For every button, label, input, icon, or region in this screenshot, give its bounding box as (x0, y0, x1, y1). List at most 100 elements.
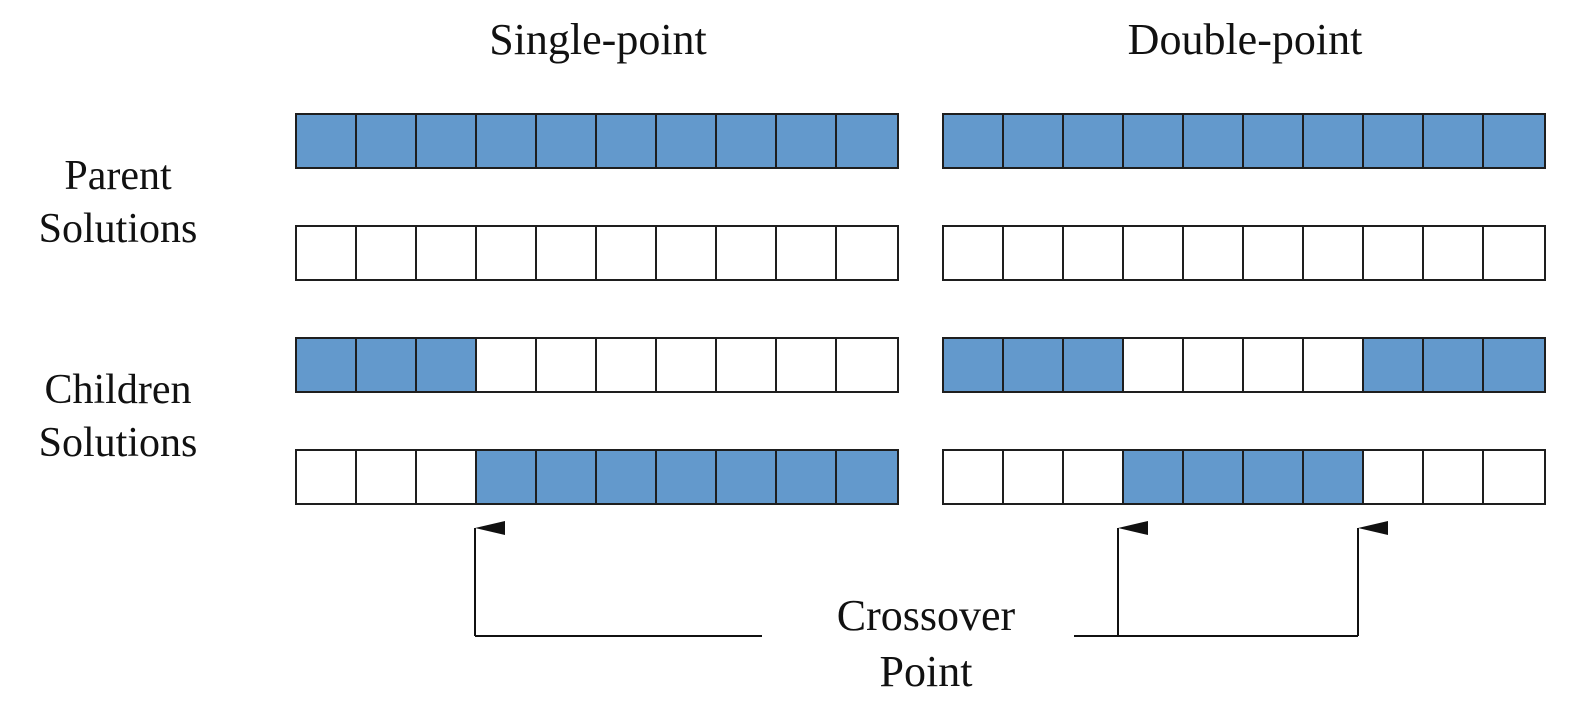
single-point-parent-1-gene-7 (657, 115, 717, 167)
single-point-parent-1-gene-5 (537, 115, 597, 167)
single-point-child-2-gene-2 (357, 451, 417, 503)
double-point-child-1-gene-2 (1004, 339, 1064, 391)
crossover-point-label-line1: Crossover (836, 591, 1016, 640)
single-point-parent-2-gene-7 (657, 227, 717, 279)
double-point-child-1-gene-3 (1064, 339, 1124, 391)
double-point-parent-2 (942, 225, 1546, 281)
double-point-parent-1-gene-9 (1424, 115, 1484, 167)
double-point-parent-1-gene-3 (1064, 115, 1124, 167)
double-point-child-2-gene-6 (1244, 451, 1304, 503)
double-point-child-2-gene-1 (944, 451, 1004, 503)
children-solutions-label-line2: Solutions (38, 420, 198, 466)
double-point-parent-2-gene-4 (1124, 227, 1184, 279)
single-point-parent-1-gene-10 (837, 115, 897, 167)
single-point-child-1-gene-7 (657, 339, 717, 391)
crossover-point-label: Crossover Point (776, 588, 1076, 700)
children-solutions-label-line1: Children (44, 367, 192, 413)
single-point-parent-1-gene-9 (777, 115, 837, 167)
single-point-parent-2-gene-5 (537, 227, 597, 279)
single-point-parent-1-gene-2 (357, 115, 417, 167)
double-point-child-2-gene-10 (1484, 451, 1544, 503)
single-point-child-2-gene-7 (657, 451, 717, 503)
parent-solutions-label: Parent Solutions (0, 150, 236, 256)
double-point-child-1-gene-4 (1124, 339, 1184, 391)
double-point-parent-1-gene-10 (1484, 115, 1544, 167)
single-point-parent-2-gene-4 (477, 227, 537, 279)
double-point-child-2-gene-9 (1424, 451, 1484, 503)
double-point-child-1-gene-5 (1184, 339, 1244, 391)
double-point-child-2-gene-8 (1364, 451, 1424, 503)
double-point-parent-2-gene-1 (944, 227, 1004, 279)
single-point-child-1-gene-8 (717, 339, 777, 391)
single-point-parent-1 (295, 113, 899, 169)
double-point-child-1-gene-1 (944, 339, 1004, 391)
single-point-child-2-gene-10 (837, 451, 897, 503)
single-point-parent-2-gene-1 (297, 227, 357, 279)
double-point-child-1-gene-10 (1484, 339, 1544, 391)
double-point-parent-2-gene-3 (1064, 227, 1124, 279)
double-point-parent-2-gene-10 (1484, 227, 1544, 279)
single-point-parent-1-gene-8 (717, 115, 777, 167)
single-point-child-1-gene-9 (777, 339, 837, 391)
children-solutions-label: Children Solutions (0, 364, 236, 470)
single-point-child-1-gene-4 (477, 339, 537, 391)
single-point-child-2-gene-9 (777, 451, 837, 503)
double-point-parent-1-gene-5 (1184, 115, 1244, 167)
double-point-child-2-gene-7 (1304, 451, 1364, 503)
single-point-child-1-gene-1 (297, 339, 357, 391)
crossover-point-label-line2: Point (879, 647, 973, 696)
parent-solutions-label-line1: Parent (64, 153, 172, 199)
single-point-child-1-gene-10 (837, 339, 897, 391)
double-point-title: Double-point (1127, 15, 1363, 64)
double-point-parent-2-gene-8 (1364, 227, 1424, 279)
single-point-child-2-gene-6 (597, 451, 657, 503)
double-point-parent-1-gene-2 (1004, 115, 1064, 167)
single-point-child-2-gene-5 (537, 451, 597, 503)
single-point-child-1 (295, 337, 899, 393)
double-point-child-1-gene-6 (1244, 339, 1304, 391)
single-point-parent-1-gene-6 (597, 115, 657, 167)
double-point-parent-1-gene-8 (1364, 115, 1424, 167)
parent-solutions-label-line2: Solutions (38, 206, 198, 252)
single-point-child-2-gene-4 (477, 451, 537, 503)
double-point-parent-2-gene-5 (1184, 227, 1244, 279)
single-point-parent-1-gene-4 (477, 115, 537, 167)
double-point-parent-2-gene-7 (1304, 227, 1364, 279)
single-point-parent-2-gene-9 (777, 227, 837, 279)
single-point-parent-1-gene-3 (417, 115, 477, 167)
double-point-parent-2-gene-2 (1004, 227, 1064, 279)
single-point-parent-2-gene-8 (717, 227, 777, 279)
double-point-parent-1-gene-4 (1124, 115, 1184, 167)
single-point-child-2-gene-3 (417, 451, 477, 503)
double-point-child-2-gene-4 (1124, 451, 1184, 503)
single-point-child-1-gene-2 (357, 339, 417, 391)
double-point-child-1-gene-9 (1424, 339, 1484, 391)
double-point-child-2 (942, 449, 1546, 505)
single-point-parent-2-gene-3 (417, 227, 477, 279)
double-point-parent-2-gene-6 (1244, 227, 1304, 279)
single-point-child-2-gene-8 (717, 451, 777, 503)
single-point-parent-2-gene-2 (357, 227, 417, 279)
double-point-child-2-gene-2 (1004, 451, 1064, 503)
single-point-child-2-gene-1 (297, 451, 357, 503)
double-point-child-1-gene-8 (1364, 339, 1424, 391)
single-point-parent-2-gene-10 (837, 227, 897, 279)
double-point-child-1-gene-7 (1304, 339, 1364, 391)
double-point-parent-1-gene-7 (1304, 115, 1364, 167)
double-point-parent-1-gene-6 (1244, 115, 1304, 167)
single-point-parent-1-gene-1 (297, 115, 357, 167)
double-point-parent-1 (942, 113, 1546, 169)
single-point-child-1-gene-6 (597, 339, 657, 391)
single-point-title: Single-point (489, 15, 707, 64)
double-point-child-2-gene-3 (1064, 451, 1124, 503)
double-point-parent-1-gene-1 (944, 115, 1004, 167)
double-point-child-1 (942, 337, 1546, 393)
single-point-child-2 (295, 449, 899, 505)
double-point-child-2-gene-5 (1184, 451, 1244, 503)
single-point-child-1-gene-5 (537, 339, 597, 391)
single-point-parent-2-gene-6 (597, 227, 657, 279)
single-point-child-1-gene-3 (417, 339, 477, 391)
double-point-parent-2-gene-9 (1424, 227, 1484, 279)
single-point-parent-2 (295, 225, 899, 281)
